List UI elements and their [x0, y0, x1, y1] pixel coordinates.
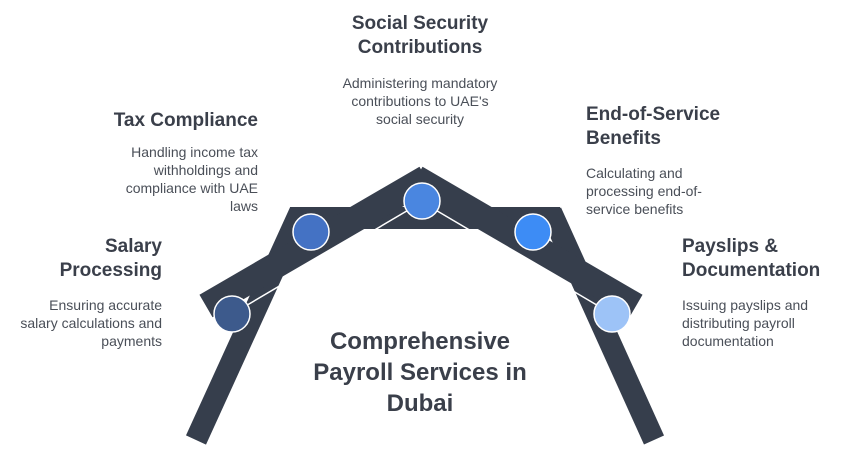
desc-line: documentation	[682, 333, 774, 349]
title-line: Payroll Services in	[313, 359, 527, 386]
node-tax-compliance	[292, 213, 330, 251]
desc-line: withholdings and	[153, 162, 258, 178]
step-desc-salary-processing: Ensuring accurate salary calculations an…	[20, 296, 162, 350]
title-line: Dubai	[386, 390, 454, 417]
step-desc-tax-compliance: Handling income tax withholdings and com…	[126, 143, 258, 215]
step-desc-social-security: Administering mandatory contributions to…	[300, 74, 540, 128]
desc-line: processing end-of-	[586, 183, 702, 199]
right-rail	[421, 201, 613, 315]
step-desc-payslips: Issuing payslips and distributing payrol…	[682, 296, 808, 350]
desc-line: distributing payroll	[682, 315, 795, 331]
desc-line: Handling income tax	[131, 144, 258, 160]
desc-line: Calculating and	[586, 165, 683, 181]
node-salary-processing	[213, 295, 251, 333]
heading-line: Documentation	[682, 260, 821, 281]
nodes	[213, 182, 631, 333]
desc-line: laws	[229, 198, 258, 214]
heading-line: Contributions	[357, 37, 483, 58]
desc-line: salary calculations and	[20, 315, 162, 331]
node-end-of-service	[514, 213, 552, 251]
node-payslips	[593, 295, 631, 333]
heading-line: Benefits	[586, 128, 661, 149]
desc-line: contributions to UAE's	[351, 93, 489, 109]
desc-line: Issuing payslips and	[682, 297, 809, 313]
heading-line: Tax Compliance	[113, 110, 258, 131]
diagram-title: Comprehensive Payroll Services in Dubai	[290, 326, 550, 419]
heading-line: Salary	[104, 236, 162, 257]
desc-line: compliance with UAE	[125, 180, 258, 196]
desc-line: service benefits	[586, 201, 684, 217]
node-social-security	[403, 182, 441, 220]
step-desc-end-of-service: Calculating and processing end-of- servi…	[586, 164, 702, 218]
title-line: Comprehensive	[329, 328, 511, 355]
heading-line: Processing	[59, 260, 162, 281]
desc-line: payments	[101, 333, 162, 349]
left-rail	[231, 201, 423, 315]
heading-line: Payslips &	[682, 236, 779, 257]
step-heading-payslips: Payslips & Documentation	[682, 235, 820, 283]
heading-line: Social Security	[351, 13, 489, 34]
desc-line: Administering mandatory	[342, 75, 498, 91]
desc-line: social security	[376, 111, 464, 127]
desc-line: Ensuring accurate	[49, 297, 162, 313]
heading-line: End-of-Service	[586, 104, 721, 125]
step-heading-tax-compliance: Tax Compliance	[114, 109, 258, 133]
step-heading-end-of-service: End-of-Service Benefits	[586, 103, 720, 151]
step-heading-salary-processing: Salary Processing	[60, 235, 162, 283]
step-heading-social-security: Social Security Contributions	[300, 12, 540, 60]
